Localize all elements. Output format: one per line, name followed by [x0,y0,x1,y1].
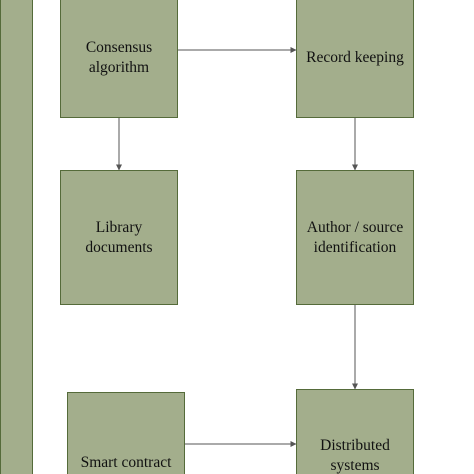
author-source-identification-label: Author / source identification [307,218,403,258]
record-line-1: Record keeping [306,49,404,66]
consensus-algorithm-box: Consensus algorithm [60,0,178,118]
smart-contract-label: Smart contract [81,453,172,473]
author-line-1: Author / source [306,218,404,236]
smart-line-1: Smart contract [80,454,172,471]
library-line-1: Library [95,218,143,236]
consensus-algorithm-label: Consensus algorithm [86,38,152,78]
distributed-line-1: Distributed [320,437,390,454]
record-keeping-box: Record keeping [296,0,414,118]
consensus-line-2: algorithm [88,59,150,76]
left-side-bar [0,0,33,474]
author-source-identification-box: Author / source identification [296,170,414,305]
record-keeping-label: Record keeping [306,48,404,68]
distributed-systems-box: Distributed systems [296,389,414,474]
library-line-2: documents [85,238,153,256]
author-line-2: identification [313,238,397,256]
smart-contract-box: Smart contract [67,392,185,474]
distributed-systems-label: Distributed systems [320,436,390,474]
consensus-line-1: Consensus [85,39,153,56]
library-documents-label: Library documents [85,218,152,258]
library-documents-box: Library documents [60,170,178,305]
distributed-line-2: systems [330,457,380,474]
